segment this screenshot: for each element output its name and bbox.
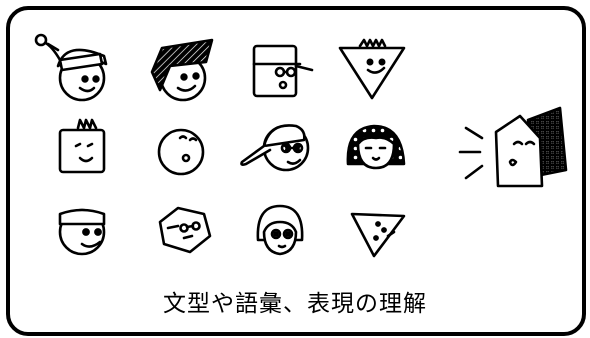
- face-cap-side-icon: [58, 208, 106, 256]
- face-cap-sunglasses-icon: [240, 124, 310, 172]
- face-triangle-down-icon: [350, 212, 406, 258]
- face-triangle-spiky-hair-icon: [338, 38, 406, 100]
- face-nightcap-icon: [34, 33, 108, 102]
- face-square-spiky-hair-icon: [58, 118, 106, 174]
- face-square-glasses-icon: [252, 44, 314, 98]
- face-dotted-cap-icon: [150, 38, 214, 102]
- face-bob-hair-glasses-icon: [256, 204, 304, 256]
- face-round-surprised-icon: [157, 128, 205, 176]
- face-shouting-house-icon: [458, 106, 568, 188]
- caption-text: 文型や語彙、表現の理解: [163, 291, 427, 317]
- face-hexagon-glasses-icon: [158, 206, 212, 254]
- face-polka-dot-hair-icon: [346, 124, 406, 170]
